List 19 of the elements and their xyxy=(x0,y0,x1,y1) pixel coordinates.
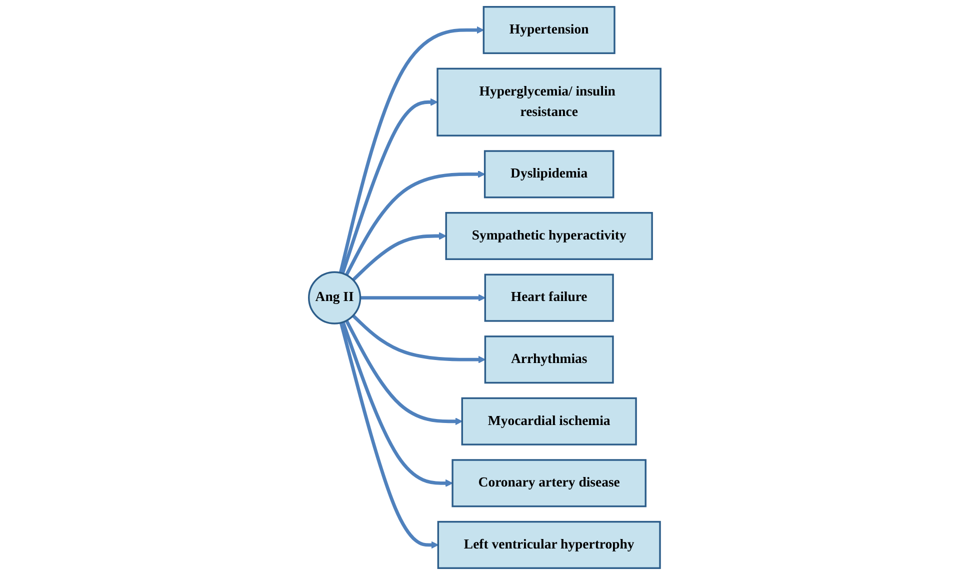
node-box: Arrhythmias xyxy=(484,336,614,384)
node-box: Sympathetic hyperactivity xyxy=(445,212,654,260)
node-box: Dyslipidemia xyxy=(484,150,614,198)
arrow xyxy=(360,294,486,302)
node-box: Heart failure xyxy=(484,274,614,322)
arrow xyxy=(345,320,463,426)
node-box: Hyperglycemia/ insulin resistance xyxy=(436,68,662,136)
arrow xyxy=(352,314,486,364)
arrow xyxy=(352,232,447,282)
node-box: Coronary artery disease xyxy=(452,459,647,508)
node-box: Myocardial ischemia xyxy=(462,397,638,446)
node-box: Left ventricular hypertrophy xyxy=(438,520,662,569)
arrow xyxy=(342,322,454,487)
arrow xyxy=(340,322,439,549)
node-circle: Ang II xyxy=(308,271,362,324)
arrow xyxy=(339,26,484,274)
node-box: Hypertension xyxy=(483,6,616,54)
arrow xyxy=(345,170,486,276)
arrow xyxy=(341,98,438,274)
